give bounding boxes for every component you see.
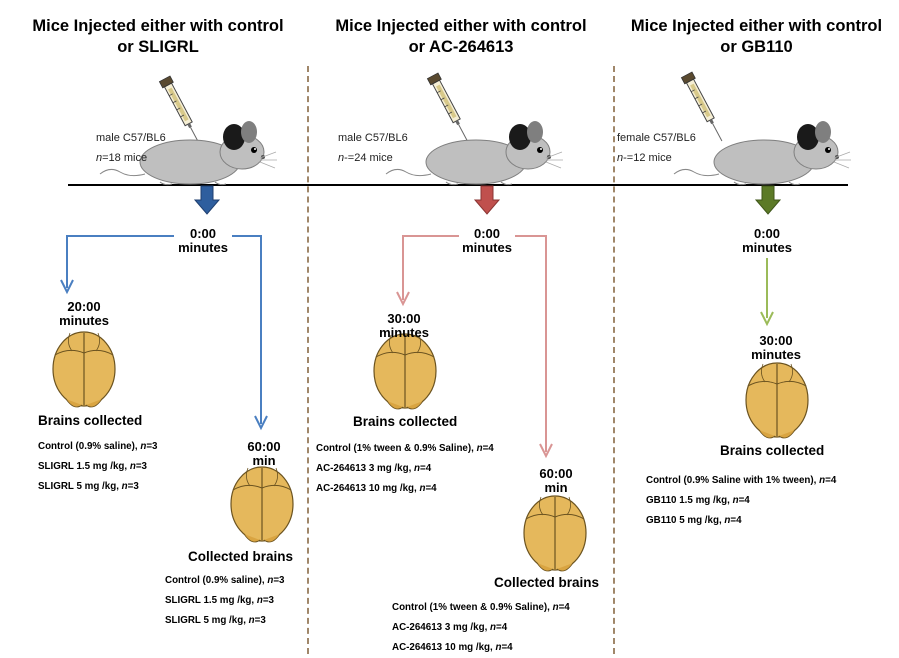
late-time-ac264613: 60:00 min [539, 466, 573, 495]
down-arrow-icon [193, 185, 221, 215]
condition-item: Control (0.9% Saline with 1% tween), n=4 [646, 475, 837, 486]
brain-icon [745, 362, 809, 439]
brain-icon [52, 331, 116, 408]
condition-item: SLIGRL 5 mg /kg, n=3 [38, 481, 139, 492]
down-arrow-icon [473, 185, 501, 215]
mouse-strain: male C57/BL6 [96, 132, 166, 144]
mouse-info-ac264613: male C57/BL6 n-=24 mice [338, 128, 408, 168]
arrowhead-icon [254, 415, 268, 431]
early-time-gb110: 30:00 minutes [751, 333, 801, 362]
brain-icon [523, 495, 587, 572]
early-title-sligrl: Brains collected [38, 413, 143, 428]
late-title-sligrl: Collected brains [188, 549, 294, 564]
header-sligrl: Mice Injected either with control or SLI… [10, 8, 306, 66]
late-conditions-ac264613: Control (1% tween & 0.9% Saline), n=4 AC… [392, 598, 570, 658]
condition-item: SLIGRL 5 mg /kg, n=3 [165, 615, 266, 626]
down-arrow-icon [754, 185, 782, 215]
early-conditions-ac264613: Control (1% tween & 0.9% Saline), n=4 AC… [316, 439, 494, 499]
connector-late-sligrl [232, 235, 262, 424]
late-time-sligrl: 60:00 min [247, 439, 281, 468]
header-ac264613-line1: Mice Injected either with control [335, 17, 587, 35]
condition-item: SLIGRL 1.5 mg /kg, n=3 [38, 461, 147, 472]
early-time-sligrl: 20:00 minutes [59, 299, 109, 328]
late-title-ac264613: Collected brains [494, 575, 600, 590]
mouse-count: n-=24 mice [338, 152, 393, 164]
condition-item: GB110 1.5 mg /kg, n=4 [646, 495, 750, 506]
start-time-gb110: 0:00 minutes [742, 226, 792, 255]
condition-item: AC-264613 10 mg /kg, n=4 [392, 642, 513, 653]
header-ac264613-line2: or AC-264613 [408, 38, 514, 56]
condition-item: SLIGRL 1.5 mg /kg, n=3 [165, 595, 274, 606]
mouse-count: n-=12 mice [617, 152, 672, 164]
mouse-strain: male C57/BL6 [338, 132, 408, 144]
condition-item: AC-264613 10 mg /kg, n=4 [316, 483, 437, 494]
early-title-gb110: Brains collected [720, 443, 825, 458]
header-gb110-line1: Mice Injected either with control [630, 17, 883, 35]
early-title-ac264613: Brains collected [353, 414, 458, 429]
connector-late-ac264613 [515, 235, 547, 452]
mouse-info-gb110: female C57/BL6 n-=12 mice [617, 128, 696, 168]
condition-item: Control (1% tween & 0.9% Saline), n=4 [392, 602, 570, 613]
start-time-ac264613: 0:00 minutes [462, 226, 512, 255]
early-conditions-gb110: Control (0.9% Saline with 1% tween), n=4… [646, 471, 836, 531]
brain-icon [230, 466, 294, 543]
condition-item: AC-264613 3 mg /kg, n=4 [316, 463, 432, 474]
syringe-icon [426, 72, 474, 146]
header-ac264613: Mice Injected either with control or AC-… [308, 8, 614, 66]
brain-icon [373, 333, 437, 410]
divider-left [307, 66, 309, 654]
condition-item: Control (1% tween & 0.9% Saline), n=4 [316, 443, 494, 454]
mouse-count: n=18 mice [96, 152, 148, 164]
early-time-ac264613: 30:00 minutes [379, 311, 429, 340]
divider-right [613, 66, 615, 654]
condition-item: AC-264613 3 mg /kg, n=4 [392, 622, 508, 633]
header-gb110-line2: or GB110 [720, 38, 793, 56]
mouse-icon [385, 120, 564, 186]
ground-line [68, 184, 848, 186]
connector-early-ac264613 [402, 235, 459, 300]
late-conditions-sligrl: Control (0.9% saline), n=3 SLIGRL 1.5 mg… [165, 571, 285, 631]
condition-item: Control (0.9% saline), n=3 [38, 441, 158, 452]
condition-item: GB110 5 mg /kg, n=4 [646, 515, 742, 526]
connector-early-sligrl [66, 235, 174, 288]
arrowhead-icon [539, 443, 553, 459]
arrowhead-icon [760, 311, 774, 327]
header-gb110: Mice Injected either with control or GB1… [614, 8, 899, 66]
arrowhead-icon [60, 279, 74, 295]
early-conditions-sligrl: Control (0.9% saline), n=3 SLIGRL 1.5 mg… [38, 437, 158, 497]
condition-item: Control (0.9% saline), n=3 [165, 575, 285, 586]
mouse-info-sligrl: male C57/BL6 n=18 mice [96, 128, 166, 168]
mouse-icon [673, 120, 852, 186]
mouse-strain: female C57/BL6 [617, 132, 696, 144]
syringe-icon [158, 75, 206, 149]
arrowhead-icon [396, 291, 410, 307]
header-sligrl-line1: Mice Injected either with control [32, 17, 284, 35]
header-sligrl-line2: or SLIGRL [117, 38, 199, 56]
start-time-sligrl: 0:00 minutes [178, 226, 228, 255]
